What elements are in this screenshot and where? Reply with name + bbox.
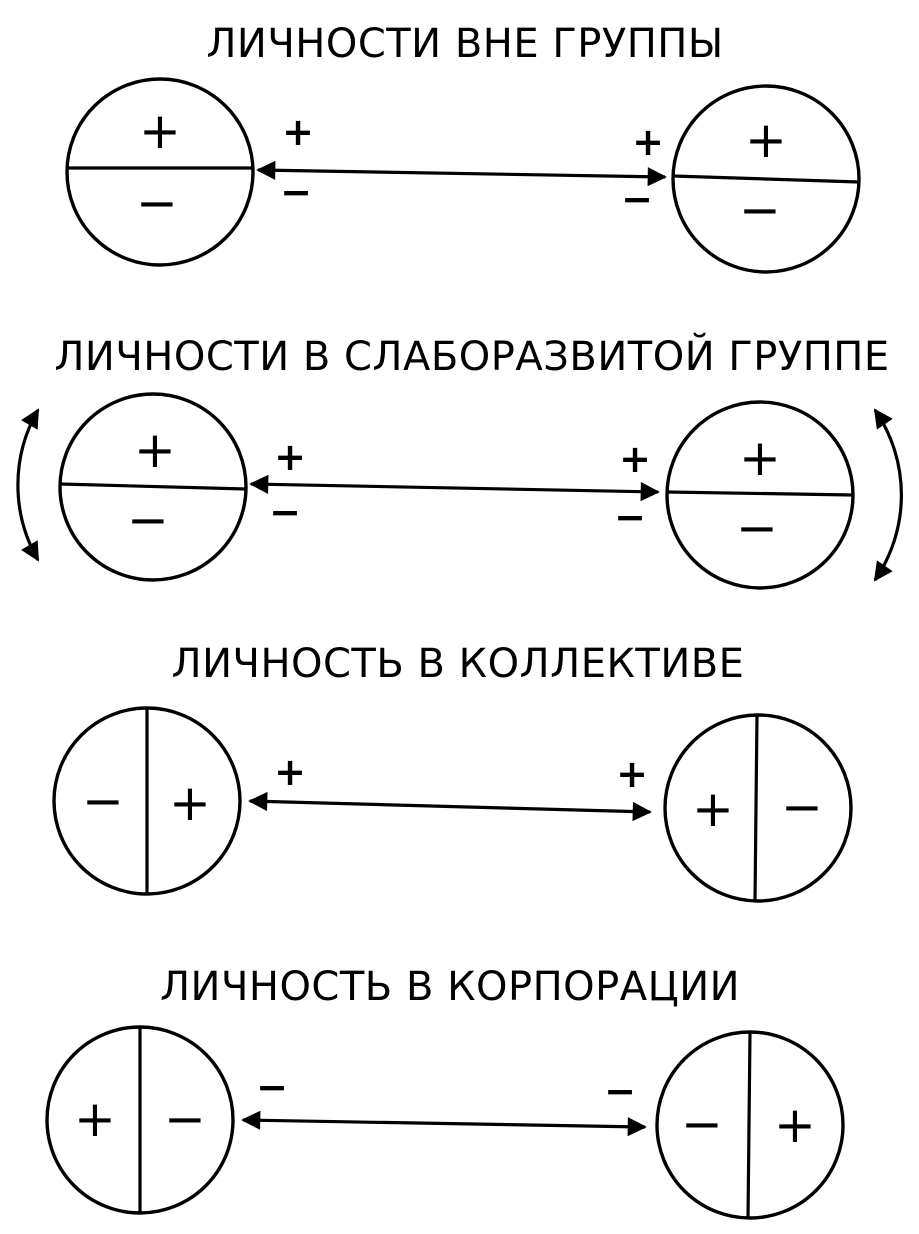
section-1-left-plus: +	[282, 110, 314, 154]
section-3-double-arrow	[248, 791, 652, 822]
section-4-right-minus: −	[604, 1069, 636, 1113]
section-4-double-arrow	[241, 1110, 647, 1137]
section-1-right-circle: + −	[671, 84, 861, 274]
section-3-right-right-sign: −	[781, 778, 823, 836]
section-3-left-plus: +	[274, 750, 306, 794]
section-2-right-bottom-sign: −	[736, 499, 778, 557]
section-3-left-right-sign: +	[169, 774, 211, 832]
section-1-right-minus: −	[621, 177, 653, 221]
section-2-right-circle: + −	[665, 400, 855, 590]
section-4-right-circle: − +	[655, 1030, 845, 1220]
section-2-left-plus: +	[274, 435, 306, 479]
section-1-right-bottom-sign: −	[739, 181, 781, 239]
section-2-right-top-sign: +	[739, 429, 781, 487]
section-1-left-circle: + −	[65, 77, 255, 267]
section-4-left-minus: −	[256, 1065, 288, 1109]
section-3-right-plus: +	[616, 752, 648, 796]
section-2-right-minus: −	[614, 495, 646, 539]
section-1-right-top-sign: +	[745, 111, 787, 169]
section-1-left-top-sign: +	[139, 102, 181, 160]
section-3-right-left-sign: +	[692, 780, 734, 838]
section-2-left-top-sign: +	[134, 421, 176, 479]
section-2-right-plus: +	[619, 437, 651, 481]
section-2-right-curved-arrow	[873, 408, 904, 582]
section-1-right-plus: +	[632, 120, 664, 164]
section-1-title: ЛИЧНОСТИ ВНЕ ГРУППЫ	[206, 21, 723, 67]
section-3-left-circle: − +	[52, 706, 242, 896]
section-2-title: ЛИЧНОСТИ В СЛАБОРАЗВИТОЙ ГРУППЕ	[54, 332, 889, 380]
section-3-title: ЛИЧНОСТЬ В КОЛЛЕКТИВЕ	[172, 641, 745, 687]
section-1-double-arrow	[256, 160, 667, 187]
section-2-double-arrow	[249, 474, 660, 502]
section-3-left-left-sign: −	[82, 772, 124, 830]
section-1-left-minus: −	[280, 170, 312, 214]
section-4-left-circle: + −	[45, 1025, 235, 1215]
section-4-right-right-sign: +	[774, 1096, 816, 1154]
section-4-right-left-sign: −	[681, 1095, 723, 1153]
section-4-title: ЛИЧНОСТЬ В КОРПОРАЦИИ	[160, 964, 740, 1010]
section-2-left-circle: + −	[58, 392, 248, 582]
section-4-left-right-sign: −	[164, 1090, 206, 1148]
section-2-left-bottom-sign: −	[127, 491, 169, 549]
section-2-left-minus: −	[269, 490, 301, 534]
section-2-left-curved-arrow	[16, 408, 40, 562]
section-4-left-left-sign: +	[74, 1090, 116, 1148]
section-3-right-circle: + −	[663, 713, 853, 903]
section-1-left-bottom-sign: −	[136, 174, 178, 232]
